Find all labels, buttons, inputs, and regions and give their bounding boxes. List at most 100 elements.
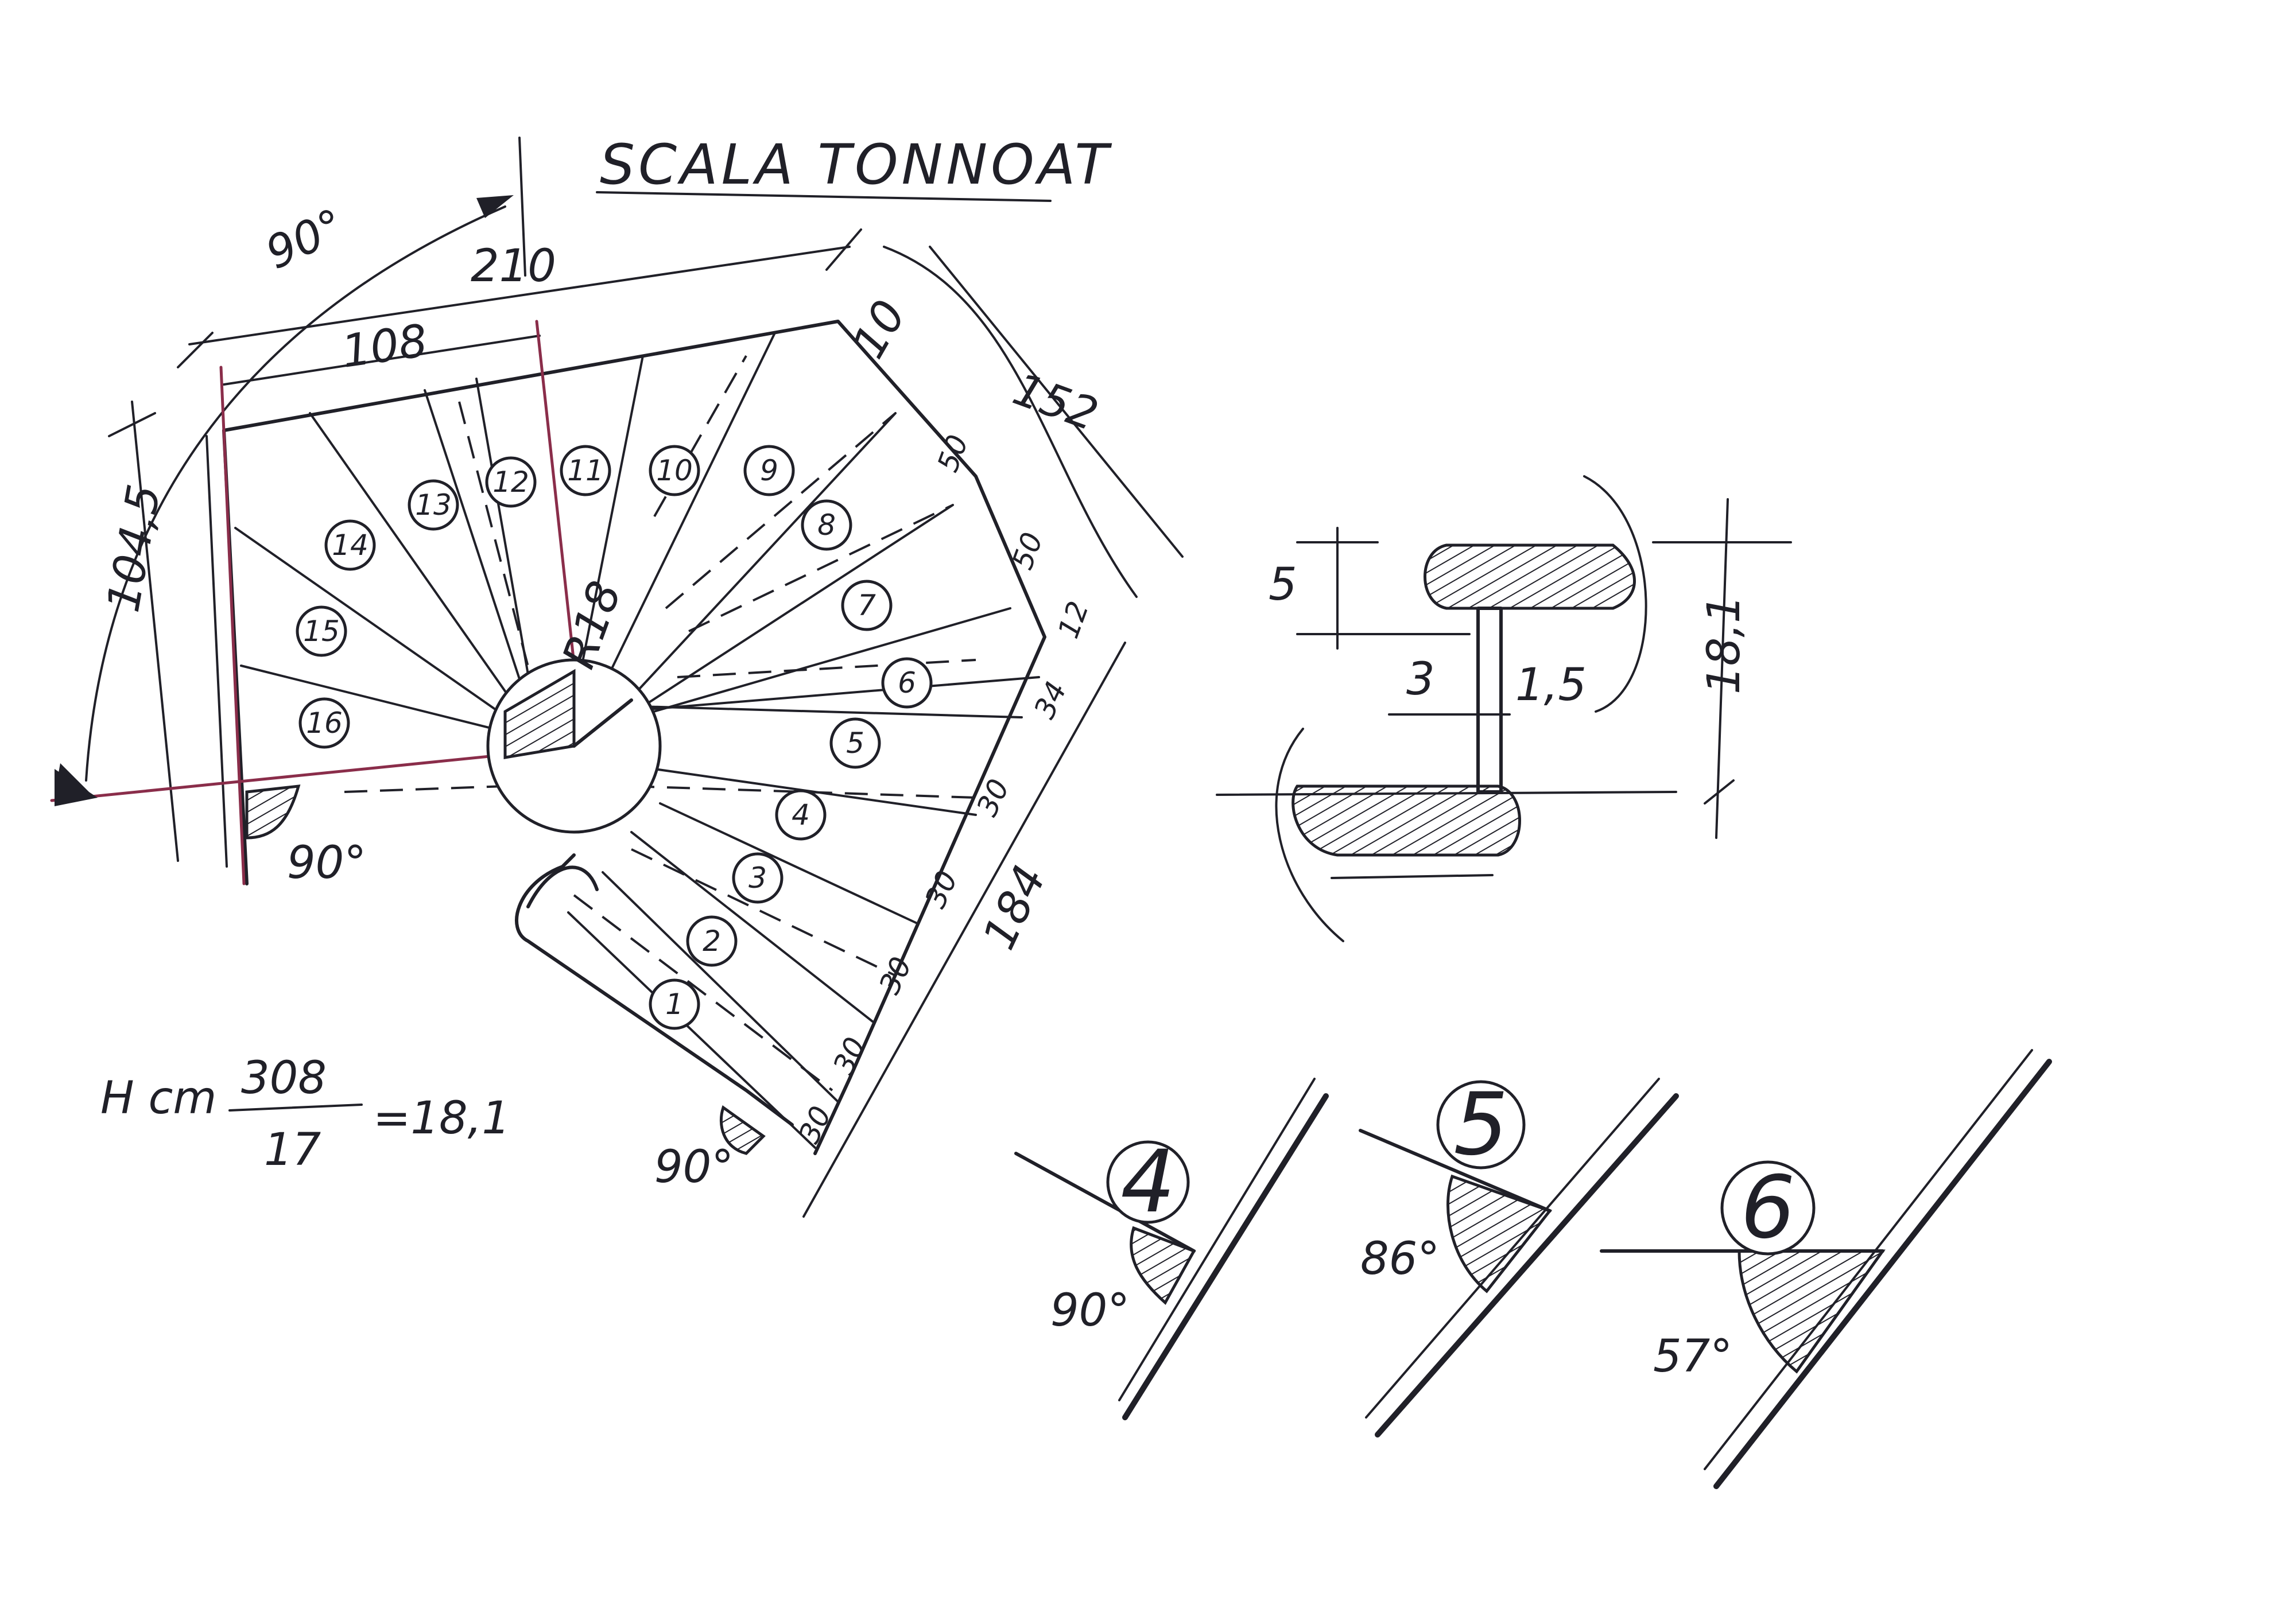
svg-text:10: 10 [656,454,693,487]
upper-tread-curve [1583,475,1647,713]
svg-text:3: 3 [748,861,767,895]
formula-denominator: 17 [264,1124,321,1176]
section-detail: 5 3 1,5 18,1 [1216,475,1792,942]
svg-text:6: 6 [898,666,916,700]
step-9: 9 [743,445,795,496]
svg-text:13: 13 [415,488,452,522]
step-15: 15 [296,605,347,657]
detail-6-step: 6 [1740,1158,1795,1258]
svg-text:2: 2 [703,924,721,958]
right-dim-curve [883,246,1138,598]
step-7: 7 [841,580,893,631]
outer-30a-label: 30 [970,774,1015,821]
riser-gap-label: 1,5 [1515,659,1587,711]
riser-width-label: 3 [1406,654,1435,705]
step-13: 13 [408,479,459,531]
step-1: 1 [649,978,700,1030]
svg-text:11: 11 [567,454,604,487]
dim-108-line [223,335,541,386]
lower-tread [1292,784,1521,857]
formula-numerator: 308 [241,1052,327,1104]
dim-rise-vertical [1715,498,1729,839]
step-4: 4 [775,789,827,841]
inner-width-label: 108 [339,315,430,378]
datum-arrow [55,769,98,806]
svg-text:9: 9 [760,454,778,487]
svg-text:12: 12 [492,465,529,499]
outer-30e-label: 30 [792,1101,837,1148]
dim-left-tick-top [108,412,156,437]
corner-hatch-left [245,784,301,840]
radius-line [572,698,633,748]
svg-text:15: 15 [303,615,340,648]
svg-text:1: 1 [665,988,684,1021]
tread-thickness-label: 5 [1269,559,1297,611]
step-16: 16 [298,697,350,749]
lower-baseline [1216,791,1677,796]
formula-prefix: H cm [100,1073,216,1124]
formula-fraction-bar [228,1104,363,1112]
outer-dim-line [802,642,1126,1218]
detail-4-step: 4 [1120,1132,1175,1232]
right-dim-line [929,246,1184,558]
stair-outer-wall [222,320,1046,1155]
step-8: 8 [801,499,852,551]
overall-width-label: 210 [471,240,556,292]
corner-hatch-center [719,1105,766,1155]
detail-6-angle: 57° [1653,1331,1732,1382]
step-2: 2 [686,915,738,967]
step-11: 11 [560,445,611,496]
dim-210-tick-left [177,332,214,368]
left-vertical-label: 104,5 [98,481,170,616]
vertical-guide-top [518,137,526,277]
left-wall-hatch [205,435,228,868]
upper-tread [1424,543,1636,610]
step-12: 12 [485,456,537,508]
dim-210-tick-right [825,228,862,271]
angle-detail-5: 5 86° [1359,1075,1679,1437]
title-underline [596,191,1052,202]
dim-left-vertical [131,401,179,862]
detail-5-angle: 86° [1360,1233,1440,1285]
corner-small-label: 10 [843,292,917,367]
angle-bottom-center-label: 90° [654,1141,734,1193]
plan-view: 90° 210 108 104,5 152 10 50 50 12 34 30 … [50,137,1184,1218]
arc-90-dimension [85,205,506,782]
arc-arrow-top [476,195,514,218]
right-50b-label: 50 [1006,528,1049,574]
lower-bottom-line [1331,874,1494,879]
step-numbers: 1 2 3 4 5 6 7 8 9 10 11 12 13 14 15 16 [296,445,933,1030]
right-top-label: 152 [1007,363,1105,441]
svg-text:4: 4 [792,798,810,832]
svg-text:14: 14 [332,529,369,562]
red-left-vertical [219,366,246,885]
first-step-curve [526,865,599,908]
riser [1476,607,1503,794]
step-6: 6 [881,657,933,709]
angle-detail-4: 4 90° [1014,1078,1329,1420]
right-12-label: 12 [1052,597,1095,643]
lower-tread-curve [1275,728,1344,942]
angle-bottom-left-label: 90° [287,837,366,889]
rise-formula: H cm 308 17 =18,1 [100,1052,510,1176]
svg-text:7: 7 [858,589,876,622]
angle-detail-6: 6 57° [1600,1049,2052,1489]
first-step-nosing [515,853,794,1126]
step-3: 3 [732,852,784,904]
svg-text:8: 8 [817,508,836,542]
step-10: 10 [649,445,700,496]
step-14: 14 [324,519,376,571]
winder-dashes [344,355,976,1091]
detail-4-angle: 90° [1050,1285,1130,1337]
outer-total-label: 184 [974,858,1056,957]
detail-5-step: 5 [1453,1075,1508,1175]
sketch-title: SCALA TONNOAT [600,133,1112,197]
dim-rise-tick [1704,779,1735,805]
rise-label: 18,1 [1698,595,1750,694]
svg-text:16: 16 [306,706,343,740]
angle-top-label: 90° [258,199,352,279]
outer-34-label: 34 [1027,677,1073,724]
formula-result: =18,1 [373,1093,510,1144]
step-5: 5 [829,717,881,769]
